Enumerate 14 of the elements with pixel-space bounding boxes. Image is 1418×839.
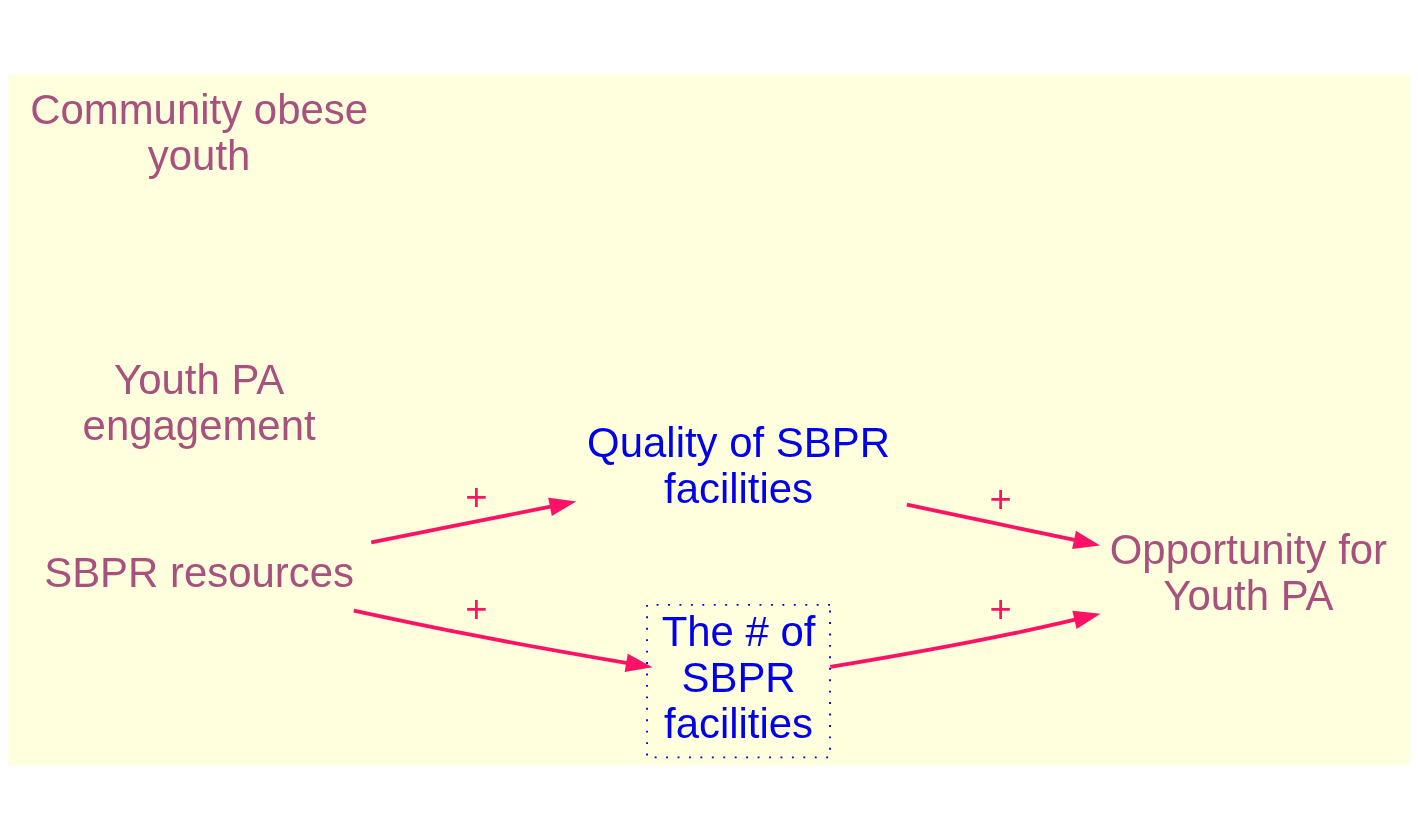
node-text: Quality of SBPR facilities	[587, 418, 890, 512]
arrow	[830, 610, 1101, 669]
node-text: Opportunity for Youth PA	[1109, 525, 1388, 619]
edge-label: +	[465, 474, 488, 518]
node-text: Community obese youth	[30, 85, 369, 179]
arrow	[906, 502, 1101, 549]
edge-label: +	[465, 586, 488, 630]
edge-label: +	[989, 475, 1012, 519]
arrow	[353, 608, 653, 672]
node-box: The # of SBPR facilities	[646, 603, 831, 758]
arrow	[370, 497, 577, 544]
edge-label: +	[989, 586, 1012, 630]
node-text: Youth PA engagement	[82, 355, 316, 449]
node-text: SBPR resources	[44, 548, 355, 596]
